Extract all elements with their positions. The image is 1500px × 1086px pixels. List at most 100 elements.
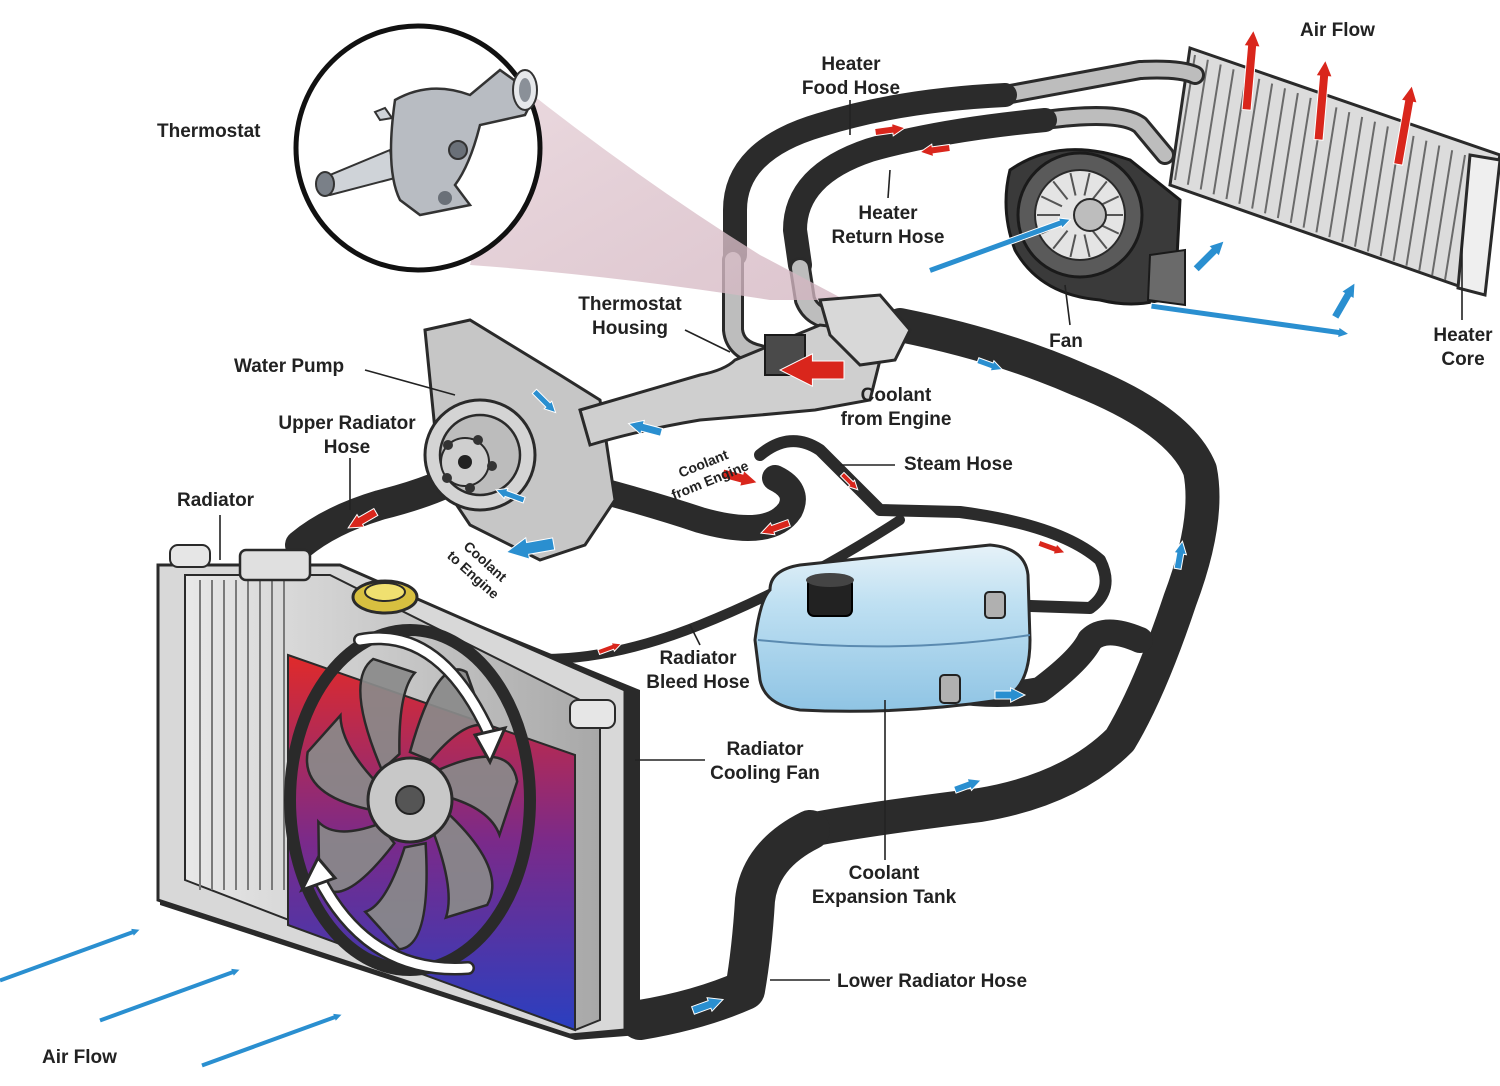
flow-arrow-coolant-from-engine	[778, 352, 845, 388]
flow-arrow-air-heater-2-shape	[1313, 59, 1333, 141]
flow-arrow-return-3-shape	[953, 778, 983, 794]
heater-core-fin	[1264, 88, 1286, 214]
fan-blade	[359, 657, 418, 773]
label-upper-radiator-hose-line1: Upper Radiator	[278, 413, 416, 434]
label-heater-return-hose-line1: Heater	[858, 203, 918, 224]
heater-pipes	[995, 59, 1205, 165]
coolant-expansion-tank	[753, 543, 1032, 713]
flow-arrow-blower-in-shape	[927, 217, 1072, 275]
flow-arrows	[0, 29, 1418, 1069]
flow-arrow-tank-out-shape	[994, 686, 1027, 704]
leader-lines	[219, 100, 1463, 981]
flow-arrow-air-heater-1-shape	[1241, 29, 1261, 111]
thermostat-callout	[293, 23, 845, 300]
fan-blade	[436, 755, 519, 839]
flow-arrow-pump-spin-2	[494, 487, 526, 504]
heater-core-fin	[1212, 69, 1235, 195]
flow-arrow-blower-out	[1149, 302, 1351, 339]
label-thermostat-housing-line2: Housing	[592, 318, 668, 339]
heater-core-fin	[1341, 116, 1364, 243]
flow-arrow-pump-out	[627, 419, 664, 437]
pump-bolt	[442, 473, 452, 483]
flow-arrow-return-1-shape	[976, 357, 1004, 372]
heater-core-fin	[1444, 154, 1466, 281]
heater-core-fin	[1238, 78, 1261, 204]
label-air-flow-bottom: Air Flow	[42, 1047, 117, 1068]
flow-arrow-lower-small-shape	[759, 518, 791, 536]
flow-arrow-air-heater-1	[1241, 29, 1261, 111]
heater-core-fin	[1431, 150, 1454, 276]
flow-arrow-steam-2	[1037, 539, 1067, 555]
heater-core-fin	[1328, 111, 1351, 238]
label-radiator-cooling-fan-line2: Cooling Fan	[710, 763, 820, 784]
flow-arrow-upper-radiator	[347, 507, 379, 529]
label-air-flow-top: Air Flow	[1300, 20, 1375, 41]
label-steam-hose: Steam Hose	[904, 454, 1013, 475]
flow-arrow-blower-up	[1192, 240, 1225, 273]
radiator-cooling-fan	[284, 624, 536, 976]
flow-arrow-small-from-engine-shape	[720, 468, 759, 487]
flow-arrow-coolant-from-engine-shape	[778, 352, 845, 388]
heater-core	[1168, 45, 1500, 297]
pump-bolt	[473, 435, 483, 445]
label-radiator-bleed-hose-line1: Radiator	[659, 648, 737, 669]
label-coolant-expansion-tank-line1: Coolant	[849, 863, 920, 884]
flow-arrow-lower-radiator-shape	[690, 997, 725, 1015]
flow-arrow-return-2	[1173, 540, 1188, 570]
flow-arrow-upper-radiator-shape	[347, 507, 379, 529]
flow-arrow-heater-return-shape	[919, 143, 951, 158]
blower-blade	[1091, 180, 1108, 200]
label-upper-radiator-hose-line2: Hose	[324, 437, 370, 458]
label-fan: Fan	[1049, 331, 1083, 352]
flow-arrow-heater-food	[874, 122, 906, 137]
flow-arrow-lower-small	[759, 518, 791, 536]
label-radiator: Radiator	[177, 490, 255, 511]
flow-arrow-air-in-2	[98, 967, 242, 1024]
flow-arrow-air-heater-2	[1313, 59, 1333, 141]
label-radiator-bleed-hose-line2: Bleed Hose	[646, 672, 749, 693]
pump-bolt	[487, 461, 497, 471]
blower-blade	[1052, 230, 1069, 250]
flow-arrow-air-in-3	[200, 1012, 344, 1069]
label-lower-radiator-hose: Lower Radiator Hose	[837, 971, 1027, 992]
fan-blade	[305, 712, 378, 813]
flow-arrow-blower-out-shape	[1149, 302, 1351, 339]
label-radiator-cooling-fan-line1: Radiator	[726, 739, 804, 760]
heater-core-fin	[1405, 140, 1428, 266]
flow-arrow-air-in-2-shape	[98, 967, 242, 1024]
label-thermostat: Thermostat	[157, 121, 261, 142]
flow-arrow-return-2-shape	[1173, 540, 1188, 570]
flow-arrow-lower-radiator	[690, 997, 725, 1015]
heater-hoses	[723, 83, 1057, 277]
flow-arrow-steam-2-shape	[1037, 539, 1067, 555]
flow-arrow-blower-up-shape	[1192, 240, 1225, 273]
heater-core-fin	[1186, 59, 1209, 185]
flow-arrow-return-1	[976, 357, 1004, 372]
water-pump	[423, 318, 617, 562]
flow-arrow-air-in-1-shape	[0, 927, 142, 984]
heater-core-fin	[1354, 121, 1376, 247]
label-coolant-from-engine-line1: Coolant	[861, 385, 932, 406]
heater-core-fin	[1276, 92, 1299, 219]
label-coolant-from-engine-line2: from Engine	[841, 409, 952, 430]
label-water-pump: Water Pump	[234, 356, 344, 377]
flow-arrow-coolant-to-engine-shape	[505, 536, 556, 560]
flow-arrow-air-heater-3-shape	[1393, 84, 1418, 166]
blower-blade	[1069, 234, 1077, 258]
pump-bolt	[465, 483, 475, 493]
blower-blade	[1083, 172, 1091, 196]
flow-arrow-return-3	[953, 778, 983, 794]
heater-core-fin	[1366, 126, 1389, 252]
flow-arrow-heater-food-shape	[874, 122, 906, 137]
heater-core-fin	[1251, 83, 1274, 209]
blower-fan	[1004, 148, 1186, 307]
flow-arrow-coolant-to-engine	[505, 536, 556, 560]
blower-blade	[1040, 195, 1063, 208]
flow-arrow-pump-spin-2-shape	[494, 487, 526, 504]
flow-arrow-air-in-1	[0, 927, 142, 984]
fan-blade	[363, 841, 428, 951]
flow-arrow-blower-in	[927, 217, 1072, 275]
flow-arrow-heater-return	[919, 143, 951, 158]
heater-core-fin	[1392, 135, 1415, 262]
